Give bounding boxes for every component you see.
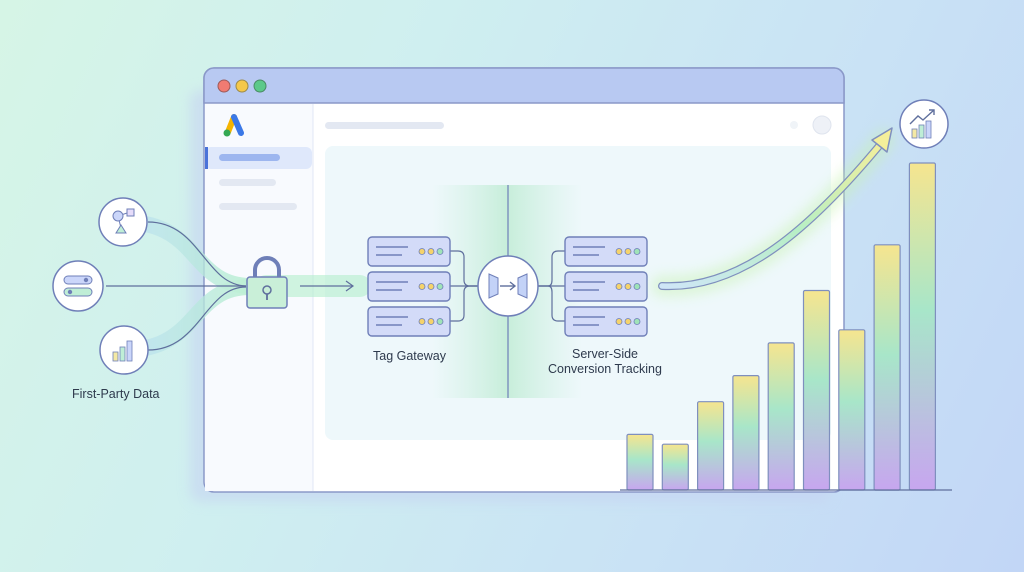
search-bar[interactable] xyxy=(325,122,444,129)
gateway-arrow-icon xyxy=(477,255,539,317)
trend-up-icon xyxy=(899,99,949,149)
chart-bar xyxy=(838,329,866,491)
server-side-label-line2: Conversion Tracking xyxy=(548,362,662,376)
tag-gateway-label: Tag Gateway xyxy=(373,349,446,363)
chart-bar xyxy=(908,162,937,491)
chart-bar xyxy=(696,401,725,491)
server-unit xyxy=(367,236,451,267)
chart-bar xyxy=(802,289,831,491)
chart-bar xyxy=(732,375,760,491)
server-unit xyxy=(564,271,648,302)
chart-bar xyxy=(873,244,901,491)
network-shapes-icon xyxy=(98,197,148,247)
avatar[interactable] xyxy=(812,115,832,135)
chart-bar xyxy=(767,342,795,491)
bar-chart-icon xyxy=(99,325,149,375)
server-side-label-line1: Server-Side xyxy=(572,347,638,361)
server-stacks xyxy=(367,236,648,337)
padlock-icon xyxy=(246,256,288,309)
server-unit xyxy=(564,236,648,267)
sidebar-item[interactable] xyxy=(219,179,276,186)
chart-bar xyxy=(626,433,654,491)
growth-arrow xyxy=(651,127,895,298)
gateway-connectors xyxy=(450,250,565,322)
data-lines xyxy=(106,221,355,351)
chart-bar xyxy=(661,443,689,491)
server-unit xyxy=(564,306,648,337)
server-unit xyxy=(367,306,451,337)
toggle-list-icon xyxy=(52,260,104,312)
minimize-dot[interactable] xyxy=(235,79,249,93)
growth-bar-chart xyxy=(626,162,937,491)
google-ads-logo xyxy=(223,114,244,137)
server-unit xyxy=(367,271,451,302)
close-dot[interactable] xyxy=(217,79,231,93)
sidebar-item[interactable] xyxy=(219,203,297,210)
maximize-dot[interactable] xyxy=(253,79,267,93)
first-party-data-label: First-Party Data xyxy=(72,387,160,401)
